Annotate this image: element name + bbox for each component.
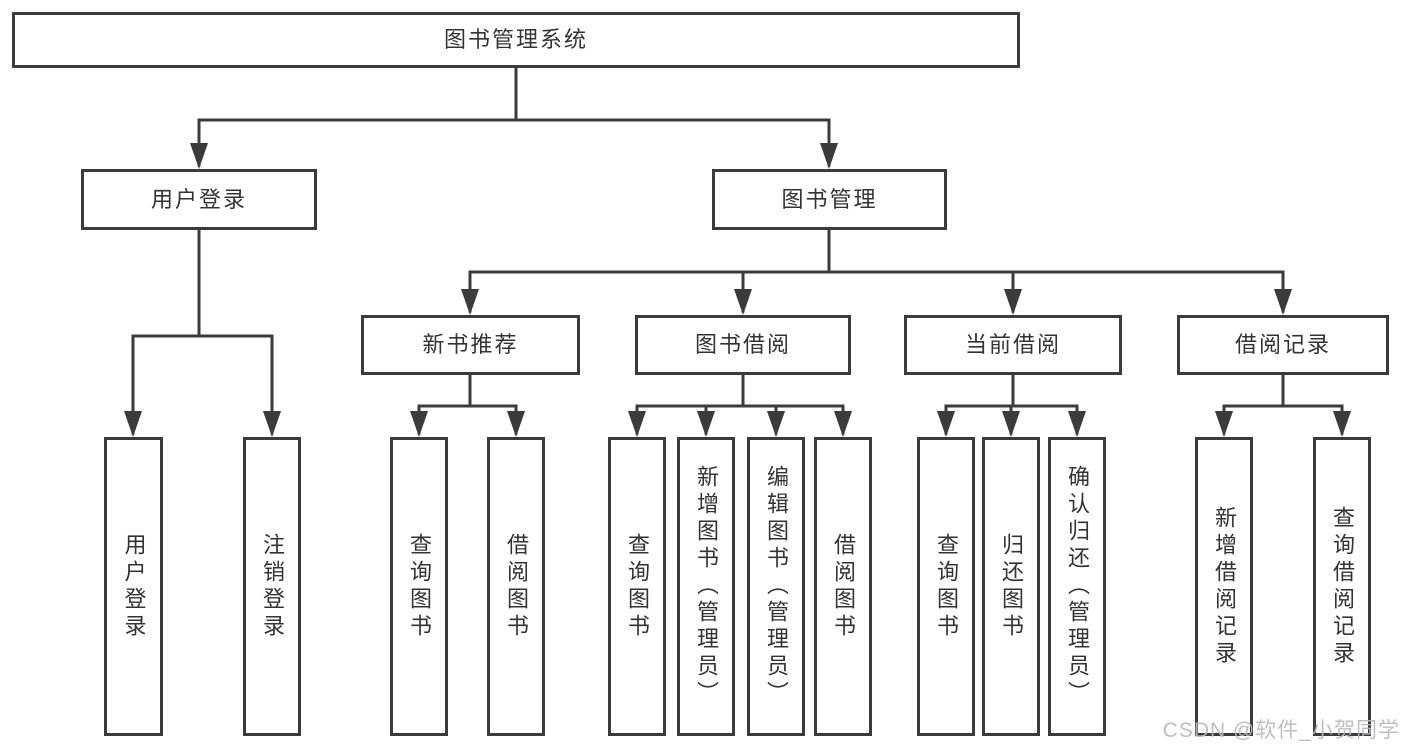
node-confirm-return-admin: 确认归还（管理员） <box>1048 437 1106 736</box>
arrowhead-down-icon <box>937 411 955 437</box>
arrowhead-down-icon <box>834 411 852 437</box>
node-user-login: 用户登录 <box>104 437 163 736</box>
arrowhead-down-icon <box>1274 289 1292 315</box>
connector-book-management-to-level3 <box>461 228 1292 315</box>
node-query-books-recommend: 查询图书 <box>390 437 448 736</box>
node-user-login-group: 用户登录 <box>81 169 317 230</box>
node-logout: 注销登录 <box>243 437 301 736</box>
arrowhead-down-icon <box>410 411 428 437</box>
connector-current-borrowing-children <box>937 373 1086 437</box>
csdn-watermark: CSDN @软件_小贺同学 <box>1162 719 1400 742</box>
arrowhead-down-icon <box>1004 289 1022 315</box>
node-edit-books-admin: 编辑图书（管理员） <box>747 437 805 736</box>
node-root: 图书管理系统 <box>12 12 1020 68</box>
arrowhead-down-icon <box>767 411 785 437</box>
node-add-borrow-record: 新增借阅记录 <box>1195 437 1253 736</box>
node-query-books-borrowing: 查询图书 <box>608 437 666 736</box>
arrowhead-down-icon <box>1333 411 1351 437</box>
node-book-borrowing: 图书借阅 <box>635 315 851 375</box>
node-borrow-books: 借阅图书 <box>814 437 872 736</box>
arrowhead-down-icon <box>820 143 838 169</box>
connector-book-borrowing-children <box>628 373 852 437</box>
arrowhead-down-icon <box>734 289 752 315</box>
arrowhead-down-icon <box>461 289 479 315</box>
node-query-borrow-record: 查询借阅记录 <box>1313 437 1371 736</box>
node-return-books: 归还图书 <box>982 437 1040 736</box>
arrowhead-down-icon <box>1068 411 1086 437</box>
connector-borrowing-records-children <box>1215 373 1351 437</box>
node-borrow-books-recommend: 借阅图书 <box>487 437 545 736</box>
node-borrowing-records: 借阅记录 <box>1177 315 1389 375</box>
connector-new-book-recommend-children <box>410 373 525 437</box>
node-current-borrowing: 当前借阅 <box>904 315 1122 375</box>
arrowhead-down-icon <box>190 143 208 169</box>
arrowhead-down-icon <box>697 411 715 437</box>
node-add-books-admin: 新增图书（管理员） <box>677 437 735 736</box>
node-new-book-recommend: 新书推荐 <box>361 315 580 375</box>
arrowhead-down-icon <box>507 411 525 437</box>
node-query-books-current: 查询图书 <box>917 437 975 736</box>
connector-root-to-level2 <box>190 66 838 169</box>
arrowhead-down-icon <box>124 411 142 437</box>
arrowhead-down-icon <box>1215 411 1233 437</box>
arrowhead-down-icon <box>263 411 281 437</box>
arrowhead-down-icon <box>1002 411 1020 437</box>
node-book-management: 图书管理 <box>712 169 947 230</box>
connector-user-login-children <box>124 228 281 437</box>
arrowhead-down-icon <box>628 411 646 437</box>
